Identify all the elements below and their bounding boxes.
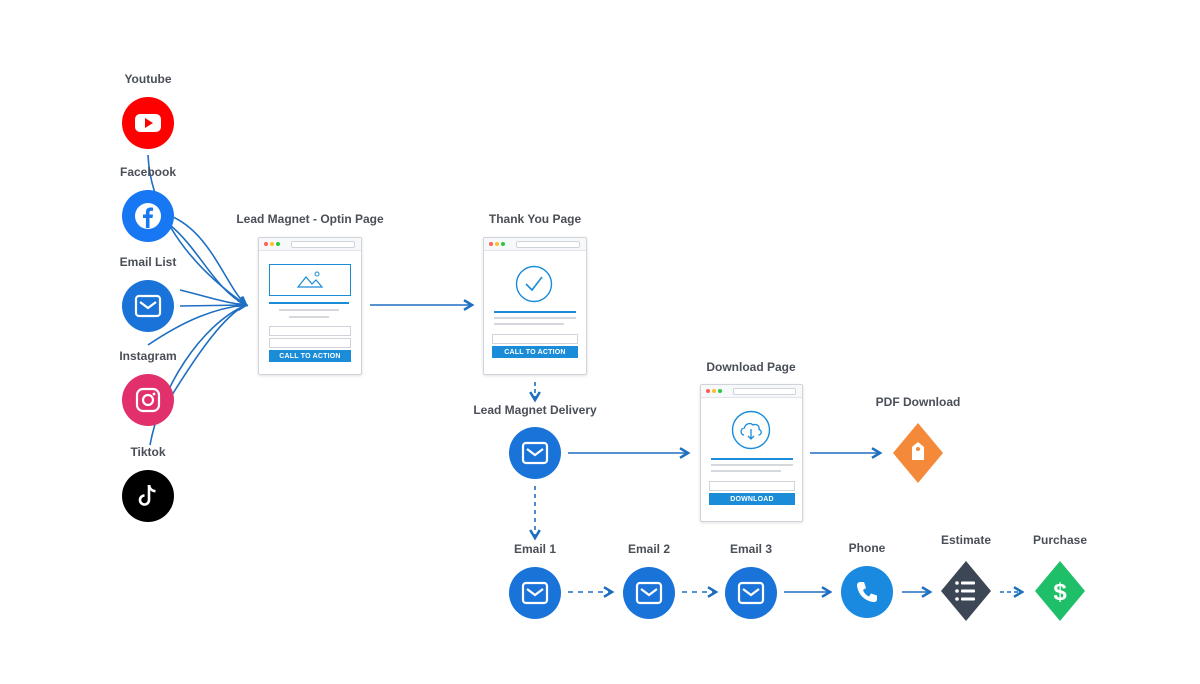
mail-icon xyxy=(509,427,561,479)
edge-instagram-optin xyxy=(147,304,247,346)
instagram-icon xyxy=(122,374,174,426)
checkmark-icon xyxy=(515,265,553,303)
source-label-youtube: Youtube xyxy=(124,72,172,86)
source-label-facebook: Facebook xyxy=(119,165,177,179)
download-page-mockup: DOWNLOAD xyxy=(700,384,803,522)
image-placeholder-icon xyxy=(269,264,351,296)
call-to-action-button: CALL TO ACTION xyxy=(269,350,351,362)
call-to-action-button: CALL TO ACTION xyxy=(492,346,578,358)
mail-icon xyxy=(623,567,675,619)
source-label-tiktok: Tiktok xyxy=(130,445,166,459)
mail-icon xyxy=(725,567,777,619)
svg-text:$: $ xyxy=(1053,579,1067,606)
dollar-icon: $ xyxy=(1034,560,1086,622)
sequence-label-email-1: Email 1 xyxy=(513,542,557,556)
sequence-label-email-3: Email 3 xyxy=(729,542,773,556)
sequence-label-estimate: Estimate xyxy=(940,533,992,547)
sequence-label-purchase: Purchase xyxy=(1032,533,1088,547)
edge-facebook-optin-a xyxy=(169,224,249,308)
edge-facebook-optin-b xyxy=(167,214,247,306)
sequence-label-phone: Phone xyxy=(848,541,886,555)
source-label-instagram: Instagram xyxy=(119,349,177,363)
list-icon xyxy=(940,560,992,622)
source-label-email-list: Email List xyxy=(119,255,177,269)
download-button: DOWNLOAD xyxy=(709,493,795,505)
phone-icon xyxy=(841,566,893,618)
tiktok-icon xyxy=(122,470,174,522)
mail-icon xyxy=(122,280,174,332)
lead-magnet-delivery-title: Lead Magnet Delivery xyxy=(473,403,597,417)
pdf-download-title: PDF Download xyxy=(875,395,961,409)
download-page-title: Download Page xyxy=(706,360,796,374)
edge-email-optin xyxy=(179,299,249,312)
sequence-label-email-2: Email 2 xyxy=(627,542,671,556)
thank-you-page-mockup: CALL TO ACTION xyxy=(483,237,587,375)
cloud-download-icon xyxy=(731,410,771,450)
thank-you-page-title: Thank You Page xyxy=(488,212,582,226)
tag-icon xyxy=(892,422,944,484)
optin-page-mockup: CALL TO ACTION xyxy=(258,237,362,375)
mail-icon xyxy=(509,567,561,619)
edge-instagram-optin-b xyxy=(171,304,247,396)
facebook-icon xyxy=(122,190,174,242)
edge-emaillist-optin xyxy=(179,289,247,306)
youtube-icon xyxy=(122,97,174,149)
optin-page-title: Lead Magnet - Optin Page xyxy=(236,212,384,226)
